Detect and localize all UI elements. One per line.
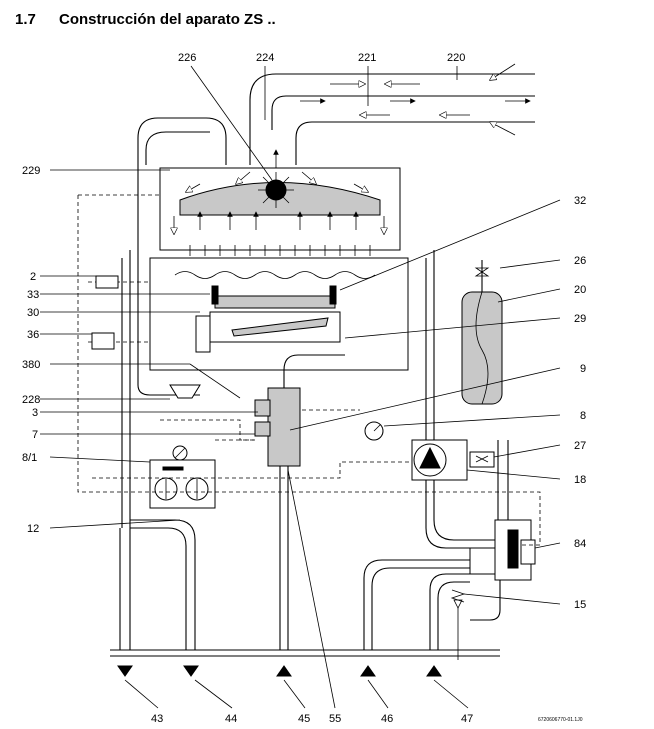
label-32: 32 (574, 195, 586, 207)
label-46: 46 (381, 713, 393, 725)
label-30: 30 (27, 307, 39, 319)
component-labels: 226 224 221 220 229 32 2 26 33 20 30 29 … (22, 52, 586, 725)
label-18: 18 (574, 474, 586, 486)
label-3: 3 (32, 407, 38, 419)
section-heading: 1.7 Construcción del aparato ZS .. (15, 11, 276, 28)
label-29: 29 (574, 313, 586, 325)
label-221: 221 (358, 52, 376, 64)
pressure-gauge (364, 421, 384, 441)
label-7: 7 (32, 429, 38, 441)
label-15: 15 (574, 599, 586, 611)
connection-arrows (117, 665, 442, 677)
figure-code: 6720606770-01.1J0 (538, 717, 583, 723)
label-9: 9 (580, 363, 586, 375)
pump (411, 439, 495, 481)
label-8: 8 (580, 410, 586, 422)
label-220: 220 (447, 52, 465, 64)
combustion-chamber (159, 149, 401, 256)
water-pipes (110, 250, 501, 657)
expansion-vessel (461, 260, 503, 405)
label-84: 84 (574, 538, 586, 550)
gas-valve-assembly (254, 354, 345, 650)
label-8-1: 8/1 (22, 452, 37, 464)
temperature-sensor-icon (91, 332, 115, 350)
label-43: 43 (151, 713, 163, 725)
label-45: 45 (298, 713, 310, 725)
label-44: 44 (225, 713, 237, 725)
label-20: 20 (574, 284, 586, 296)
label-36: 36 (27, 329, 39, 341)
diverter-valve (450, 440, 536, 660)
label-26: 26 (574, 255, 586, 267)
label-12: 12 (27, 523, 39, 535)
flue-gas-sensor-icon (95, 275, 119, 289)
label-226: 226 (178, 52, 196, 64)
label-47: 47 (461, 713, 473, 725)
label-55: 55 (329, 713, 341, 725)
label-380: 380 (22, 359, 40, 371)
heat-exchanger (149, 257, 409, 371)
label-224: 224 (256, 52, 274, 64)
label-228: 228 (22, 394, 40, 406)
section-title: Construcción del aparato ZS .. (59, 11, 276, 28)
section-number: 1.7 (15, 11, 36, 28)
flue-duct (137, 63, 535, 396)
control-panel (149, 445, 216, 509)
leader-lines (40, 65, 561, 709)
label-27: 27 (574, 440, 586, 452)
label-229: 229 (22, 165, 40, 177)
fan-pressure-switch-icon (169, 384, 201, 399)
label-2: 2 (30, 271, 36, 283)
label-33: 33 (27, 289, 39, 301)
